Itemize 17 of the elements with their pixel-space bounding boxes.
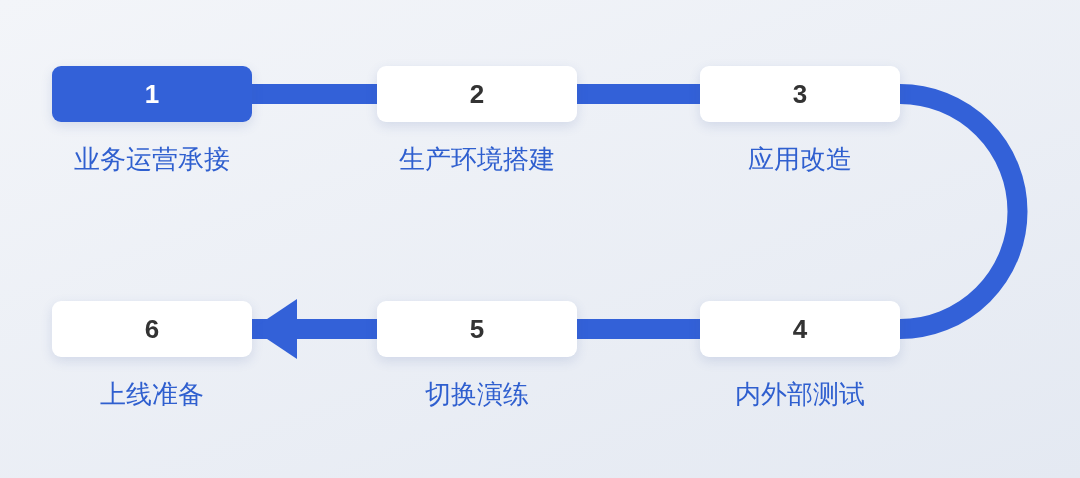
step-label: 上线准备 (99, 378, 205, 411)
connector-line (252, 84, 377, 104)
step-number-box: 6 (52, 301, 252, 357)
step-number-box: 1 (52, 66, 252, 122)
step-label: 业务运营承接 (73, 143, 231, 176)
connector-line (577, 84, 700, 104)
step-number-box: 4 (700, 301, 900, 357)
step-number-box: 3 (700, 66, 900, 122)
step-number-box: 2 (377, 66, 577, 122)
connector-line (899, 84, 1028, 339)
step-label: 生产环境搭建 (398, 143, 556, 176)
arrow (252, 299, 377, 359)
connector-line (577, 319, 700, 339)
step-label: 应用改造 (747, 143, 853, 176)
step-label: 切换演练 (424, 378, 530, 411)
step-number-box: 5 (377, 301, 577, 357)
step-label: 内外部测试 (734, 378, 866, 411)
